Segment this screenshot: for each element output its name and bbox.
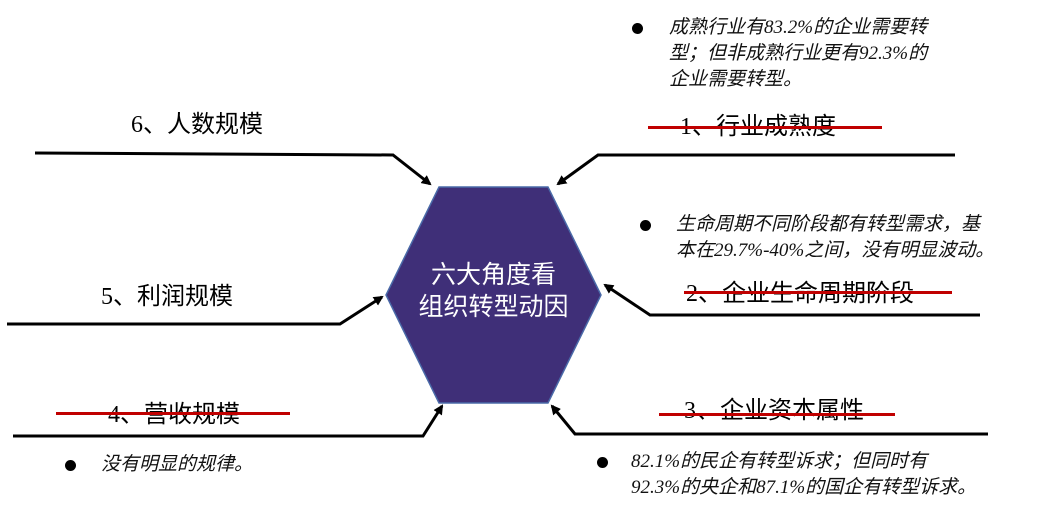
center-title-line2: 组织转型动因 (418, 294, 569, 321)
factor-1-note: 成熟行业有83.2%的企业需要转 型；但非成熟行业更有92.3%的 企业需要转型… (669, 17, 928, 90)
factor-3-note: 82.1%的民企有转型诉求；但同时有 92.3%的央企和87.1%的国企有转型诉… (631, 451, 977, 498)
factor-2-note: 生命周期不同阶段都有转型需求，基 本在29.7%-40%之间，没有明显波动。 (676, 214, 995, 261)
connector-4 (13, 404, 444, 438)
factor-3-label: 3、企业资本属性 (684, 398, 864, 424)
center-title: 六大角度看 组织转型动因 (386, 260, 601, 324)
connector-3 (550, 404, 988, 436)
center-hexagon (385, 186, 602, 404)
bullet-icon (65, 460, 76, 471)
factor-4-note: 没有明显的规律。 (101, 454, 254, 475)
connector-1 (556, 153, 955, 186)
connector-2 (603, 283, 980, 317)
factor-6-label: 6、人数规模 (131, 112, 263, 138)
factor-4-strikethrough (56, 412, 290, 415)
factor-2-label: 2、企业生命周期阶段 (686, 281, 914, 307)
bullet-icon (640, 220, 651, 231)
bullet-icon (632, 23, 643, 34)
factor-4-label: 4、营收规模 (108, 402, 240, 428)
connector-6 (34, 151, 432, 186)
factor-2-strikethrough (684, 291, 952, 294)
center-title-line1: 六大角度看 (430, 262, 556, 289)
bullet-icon (597, 457, 608, 468)
factor-5-label: 5、利润规模 (101, 284, 233, 310)
connector-5 (7, 295, 384, 326)
factor-3-strikethrough (659, 413, 895, 416)
factor-1-strikethrough (648, 126, 882, 129)
